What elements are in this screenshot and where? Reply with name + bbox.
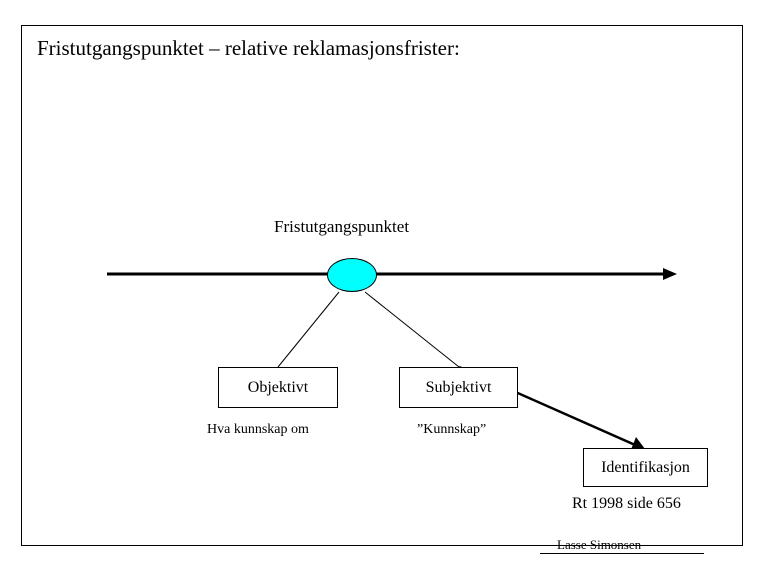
box-objektivt: Objektivt: [218, 367, 338, 408]
footer-author: Lasse Simonsen: [557, 537, 642, 552]
timeline-node-label: Fristutgangspunktet: [274, 217, 410, 236]
timeline-node-circle: [327, 258, 377, 292]
page-title: Fristutgangspunktet – relative reklamasj…: [37, 36, 460, 60]
footer-divider: [540, 553, 704, 554]
box-subjektivt-label: Subjektivt: [425, 378, 492, 396]
box-identifikasjon-label: Identifikasjon: [601, 458, 690, 476]
timeline-arrow: [107, 268, 677, 280]
box-identifikasjon: Identifikasjon: [583, 448, 708, 487]
case-reference: Rt 1998 side 656: [572, 495, 681, 512]
sublabel-objektivt: Hva kunnskap om: [207, 422, 309, 437]
sublabel-subjektivt: ”Kunnskap”: [417, 422, 487, 437]
box-subjektivt: Subjektivt: [399, 367, 518, 408]
slide-border-frame: [21, 25, 743, 546]
box-objektivt-label: Objektivt: [247, 378, 309, 396]
